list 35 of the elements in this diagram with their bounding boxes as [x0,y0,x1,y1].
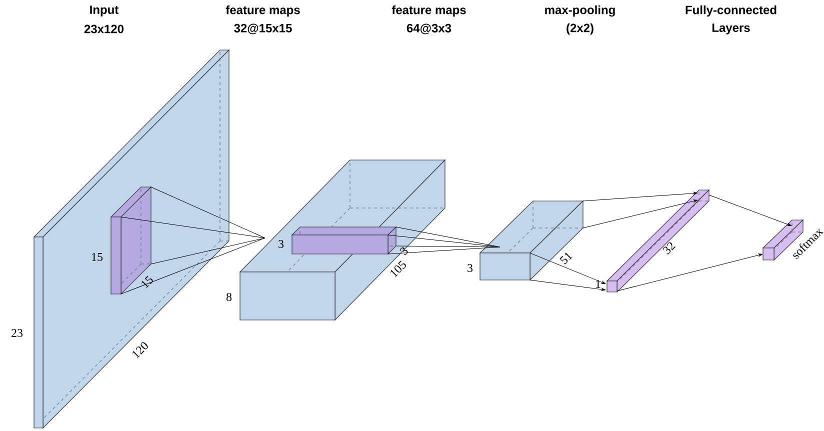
projection-line [120,238,266,294]
column-heading: Fully-connected [686,5,776,17]
arrow [616,254,763,292]
projection-line [150,238,266,264]
column-heading: max-pooling [545,5,615,17]
dimension-label: 120 [132,342,148,358]
column-heading: Layers [712,24,750,34]
dimension-label: 15 [142,276,153,288]
dimension-label: 23 [12,328,23,338]
projection-line [388,246,500,254]
column-heading: Input [90,6,119,16]
dimension-label: 15 [92,252,103,262]
projection-line [388,234,500,248]
dimension-label: 8 [226,292,232,302]
column-heading: (2x2) [566,23,594,35]
column-heading: feature maps [226,5,300,17]
column-heading: 64@3x3 [406,24,452,34]
projection-line [396,226,500,248]
dimension-label: 3 [278,240,284,248]
column-heading: 23x120 [84,24,124,34]
arrow [530,252,606,284]
dimension-label: 3 [468,264,473,272]
arrow [708,194,792,226]
dimension-label: 3 [400,247,408,256]
arrow [530,280,606,291]
column-heading: 32@15x15 [234,24,292,34]
projection-line [150,186,266,238]
column-heading: feature maps [392,5,466,17]
dimension-label: 1 [596,280,600,288]
arrow [582,200,698,228]
dimension-label: 51 [560,252,572,264]
dimension-label: 32 [662,242,676,254]
dimension-label: 105 [390,260,406,278]
arrow [582,192,698,202]
projection-line [120,216,266,238]
